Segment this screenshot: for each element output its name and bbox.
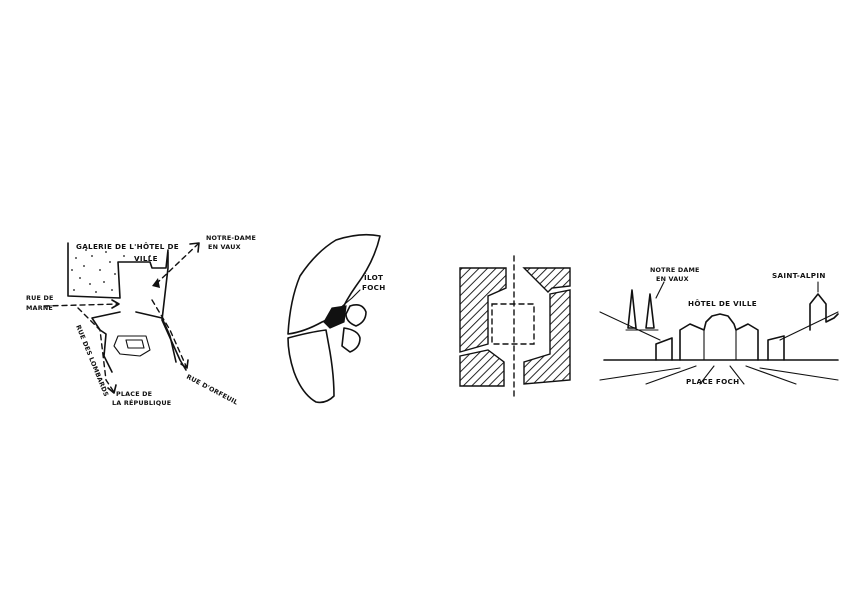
island-lobe-2 <box>345 304 367 327</box>
perspective-line <box>599 311 661 341</box>
route-orfeuil <box>151 299 187 367</box>
label-notre-dame-1: NOTRE DAME <box>650 266 700 274</box>
label-place-rep-2: LA RÉPUBLIQUE <box>112 398 171 407</box>
city-outline-north <box>287 233 381 335</box>
street-edge <box>91 311 121 373</box>
side-building-right <box>767 335 785 361</box>
label-rue-orfeuil: RUE D'ORFEUIL <box>185 373 239 407</box>
city-outline-south <box>287 329 335 404</box>
inner-building <box>113 335 151 357</box>
leader-line <box>339 289 361 309</box>
notre-dame-spire-left <box>627 289 637 329</box>
ilot-foch-block <box>323 305 347 329</box>
label-place-rep-1: PLACE DE <box>116 390 152 398</box>
perspective-line <box>699 365 715 385</box>
street-plan-sketch: GALERIE DE L'HÔTEL DE VILLE NOTRE-DAME E… <box>26 234 256 407</box>
route-notre-dame <box>155 243 199 285</box>
start-marker-icon <box>152 278 160 288</box>
arrow-head <box>111 299 120 309</box>
hatched-block-sw <box>459 349 505 387</box>
hatched-block-se <box>523 289 571 385</box>
perspective-line <box>645 365 697 385</box>
label-saint-alpin: SAINT-ALPIN <box>772 271 826 280</box>
saint-alpin-tower <box>809 293 839 331</box>
square-outline <box>491 303 535 345</box>
label-ilot-1: ÎLOT <box>364 273 383 282</box>
leader-line <box>655 281 665 299</box>
label-galerie-2: VILLE <box>134 254 158 263</box>
label-rue-marne-1: RUE DE <box>26 294 54 302</box>
label-ilot-2: FOCH <box>362 283 386 292</box>
arrow-head <box>107 384 117 394</box>
perspective-line <box>779 311 839 341</box>
label-notre-dame-1: NOTRE-DAME <box>206 234 256 242</box>
hatched-block-nw <box>459 267 507 353</box>
street-edge-2 <box>135 311 177 363</box>
hatched-square-sketch <box>459 255 571 397</box>
hotel-block <box>161 251 187 371</box>
route-lombards <box>77 307 115 393</box>
arrow-head <box>180 359 189 369</box>
perspective-line <box>729 365 745 385</box>
label-rue-marne-2: MARNE <box>26 304 53 312</box>
label-notre-dame-2: EN VAUX <box>208 243 241 251</box>
perspective-line <box>745 365 797 385</box>
label-rue-lombards: RUE DES LOMBARDS <box>74 324 110 398</box>
route-rue-marne <box>43 303 119 307</box>
city-outline-sketch: ÎLOT FOCH <box>287 233 386 404</box>
perspective-line <box>759 367 839 381</box>
hatched-block-ne <box>522 267 571 293</box>
label-galerie-1: GALERIE DE L'HÔTEL DE <box>76 242 179 251</box>
galerie-block <box>67 242 169 299</box>
side-building-left <box>655 337 673 361</box>
perspective-sketch: NOTRE DAME EN VAUX HÔTEL DE VILLE SAINT-… <box>599 266 839 386</box>
arrow-head <box>189 242 200 253</box>
label-notre-dame-2: EN VAUX <box>656 275 689 283</box>
perspective-line <box>599 367 681 381</box>
island-lobe <box>341 327 361 353</box>
hotel-de-ville-building <box>679 313 759 361</box>
inner-building-2 <box>125 339 145 349</box>
notre-dame-spire-right <box>645 293 655 329</box>
label-hotel-de-ville: HÔTEL DE VILLE <box>688 299 757 308</box>
label-place-foch: PLACE FOCH <box>686 377 739 386</box>
galerie-stipple <box>71 249 151 293</box>
